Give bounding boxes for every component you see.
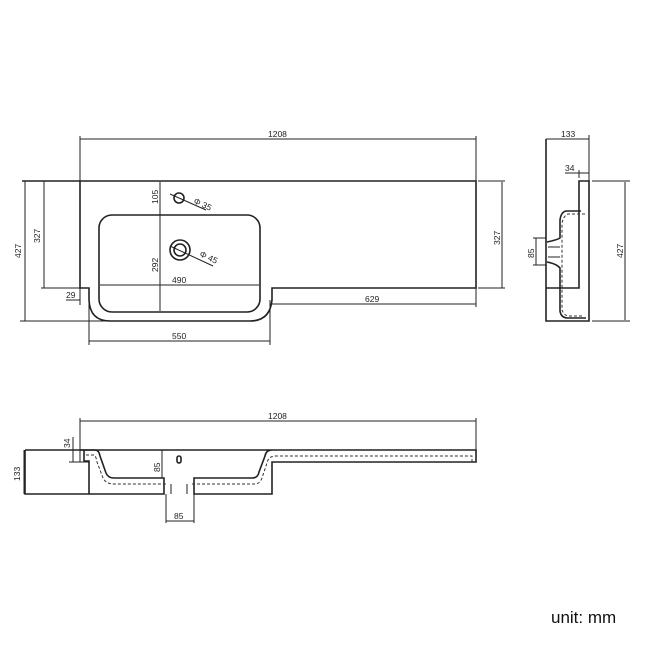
front-dim-85-depth: 85 xyxy=(152,462,162,472)
dim-327-left: 327 xyxy=(32,229,42,243)
front-view: 1208 34 133 85 85 xyxy=(12,411,477,523)
basin-outline xyxy=(98,214,261,313)
side-view: 133 85 34 427 xyxy=(526,129,630,322)
waste-hole-label: Φ 45 xyxy=(198,249,219,266)
tap-hole xyxy=(173,192,185,204)
dim-29: 29 xyxy=(66,290,76,300)
front-dim-34: 34 xyxy=(62,438,72,448)
overflow-slot xyxy=(176,455,182,464)
dim-550: 550 xyxy=(172,331,186,341)
side-dim-427: 427 xyxy=(615,244,625,258)
dim-629: 629 xyxy=(365,294,379,304)
side-dim-85: 85 xyxy=(526,248,536,258)
dim-292: 292 xyxy=(150,258,160,272)
tap-hole-label: Φ 35 xyxy=(192,196,213,213)
side-dim-133: 133 xyxy=(561,129,575,139)
dim-1208: 1208 xyxy=(268,129,287,139)
dim-490: 490 xyxy=(172,275,186,285)
front-dim-1208: 1208 xyxy=(268,411,287,421)
dim-327-right: 327 xyxy=(492,231,502,245)
side-dim-34: 34 xyxy=(565,163,575,173)
unit-label: unit: mm xyxy=(551,608,617,627)
waste-hole xyxy=(169,239,191,261)
dim-427: 427 xyxy=(13,244,23,258)
dim-105: 105 xyxy=(150,190,160,204)
front-dim-133: 133 xyxy=(12,467,22,481)
top-view-outline xyxy=(79,180,477,322)
top-view: 1208 427 327 29 550 629 327 105 292 490 … xyxy=(13,129,505,345)
front-dim-85-waste: 85 xyxy=(174,511,184,521)
